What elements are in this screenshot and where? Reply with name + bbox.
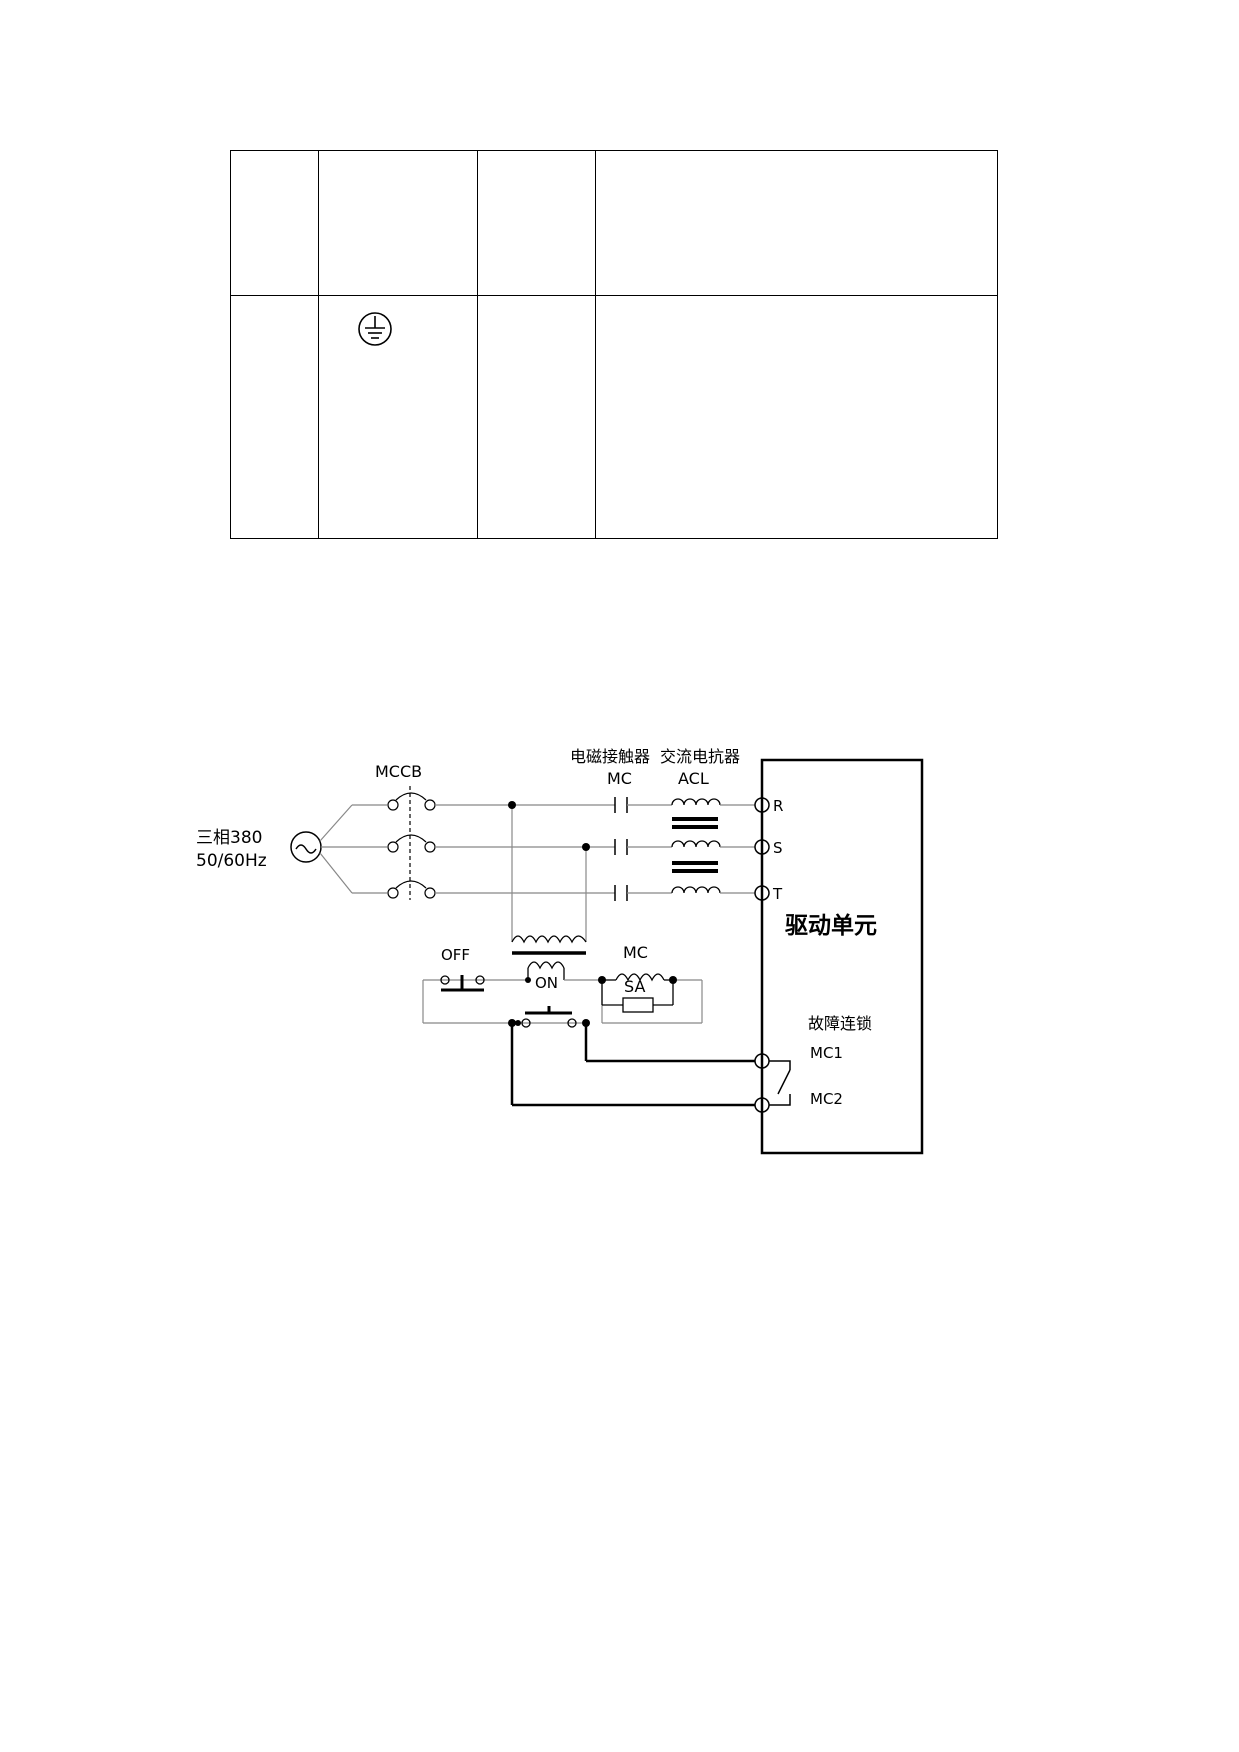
off-button-symbol xyxy=(440,975,485,992)
table-cell xyxy=(230,150,319,296)
table-cell xyxy=(477,150,596,296)
on-button-label: ON xyxy=(535,974,558,992)
mc-main-contacts xyxy=(614,797,628,901)
terminal-s-label: S xyxy=(773,839,783,857)
control-transformer xyxy=(511,935,587,980)
table-row xyxy=(230,295,998,539)
terminal-mc2-label: MC2 xyxy=(810,1090,843,1108)
contactor-label: 电磁接触器 xyxy=(570,747,650,766)
spec-table xyxy=(230,150,998,539)
mccb-breaker xyxy=(387,786,436,900)
reactor-label: 交流电抗器 xyxy=(660,747,740,766)
fault-relay-contact xyxy=(769,1060,791,1106)
table-cell xyxy=(595,295,998,539)
source-label: 三相380 xyxy=(196,828,262,848)
drive-unit-box xyxy=(760,758,924,1155)
terminal-t-label: T xyxy=(772,885,783,903)
mccb-label: MCCB xyxy=(375,762,422,781)
fault-interlock-label: 故障连锁 xyxy=(808,1014,872,1033)
surge-absorber-label: SA xyxy=(624,977,645,996)
ac-source-icon xyxy=(290,831,322,863)
protective-earth-icon xyxy=(358,312,392,346)
terminal-r-label: R xyxy=(773,797,783,815)
reactor-code: ACL xyxy=(678,769,709,788)
off-button-label: OFF xyxy=(441,946,470,964)
contactor-code: MC xyxy=(607,769,632,788)
on-button-symbol xyxy=(521,1006,577,1028)
surge-absorber xyxy=(601,980,674,1013)
terminal-mc1-label: MC1 xyxy=(810,1044,843,1062)
acl-reactor xyxy=(671,798,721,894)
table-cell xyxy=(230,295,319,539)
table-cell xyxy=(477,295,596,539)
coil-label: MC xyxy=(623,943,648,962)
table-cell-symbol xyxy=(318,295,478,539)
source-frequency-label: 50/60Hz xyxy=(196,851,267,871)
drive-unit-label: 驱动单元 xyxy=(785,913,877,939)
